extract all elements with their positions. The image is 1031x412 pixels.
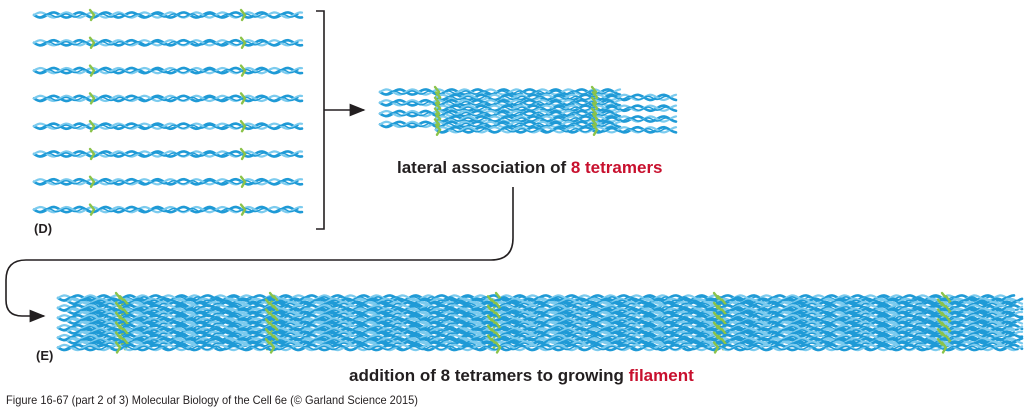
- linker-region: [88, 120, 96, 133]
- coiled-coil-strand: [383, 111, 617, 117]
- linker-region: [239, 147, 247, 161]
- tetramer: [32, 203, 304, 216]
- coiled-coil-strand: [37, 179, 299, 185]
- coiled-coil-strand: [383, 90, 617, 95]
- coiled-coil-strand: [434, 126, 678, 134]
- coiled-coil-strand: [32, 66, 304, 75]
- growing-caption-highlight: filament: [628, 366, 694, 385]
- filament-strand: [56, 341, 1024, 354]
- coiled-coil-strand: [439, 127, 673, 133]
- coiled-coil-strand: [32, 11, 304, 19]
- coiled-coil-strand: [383, 100, 617, 106]
- tetramer: [32, 64, 304, 77]
- separate-tetramers-group: [32, 8, 304, 216]
- tetramer: [32, 92, 304, 105]
- growing-filament: [56, 291, 1024, 354]
- linker-region: [239, 120, 247, 133]
- panel-d-label: (D): [34, 221, 53, 236]
- linker-region: [239, 8, 247, 22]
- coiled-coil-strand: [378, 120, 622, 129]
- tetramer: [32, 175, 304, 188]
- linker-region: [712, 341, 720, 354]
- associated-tetramer: [378, 107, 622, 120]
- linker-region: [591, 123, 599, 136]
- coiled-coil-strand: [37, 124, 299, 129]
- coiled-coil-strand: [32, 94, 304, 103]
- coiled-coil-strand: [37, 152, 299, 157]
- tetramer: [32, 120, 304, 133]
- panel-e-label: (E): [36, 348, 54, 363]
- linker-region: [239, 64, 247, 77]
- coiled-coil-strand: [61, 345, 1019, 351]
- coiled-coil-strand: [37, 207, 299, 213]
- tetramer: [32, 8, 304, 22]
- coiled-coil-strand: [378, 109, 622, 118]
- lateral-caption-prefix: lateral association of: [397, 158, 571, 177]
- growing-filament-caption: addition of 8 tetramers to growing filam…: [349, 366, 694, 386]
- figure-caption: Figure 16-67 (part 2 of 3) Molecular Bio…: [6, 393, 418, 407]
- linker-region: [239, 175, 247, 188]
- growing-caption-prefix: addition of 8 tetramers to growing: [349, 366, 629, 385]
- coiled-coil-strand: [378, 88, 622, 96]
- linker-region: [88, 36, 96, 49]
- coiled-coil-strand: [37, 96, 299, 102]
- linker-region: [88, 147, 96, 161]
- coiled-coil-strand: [32, 38, 304, 47]
- linker-region: [494, 341, 502, 354]
- lateral-caption-highlight: 8 tetramers: [570, 158, 663, 177]
- coiled-coil-strand: [37, 40, 299, 46]
- linker-region: [239, 36, 247, 49]
- grouping-bracket: [316, 10, 325, 230]
- lateral-association-caption: lateral association of 8 tetramers: [397, 158, 663, 178]
- linker-region: [114, 341, 122, 354]
- linker-region: [88, 64, 96, 77]
- coiled-coil-strand: [32, 177, 304, 186]
- linker-region: [88, 203, 96, 216]
- associated-tetramer: [378, 118, 622, 131]
- coiled-coil-strand: [56, 343, 1024, 352]
- coiled-coil-strand: [32, 205, 304, 214]
- tetramer: [32, 36, 304, 49]
- associated-tetramer: [434, 123, 678, 136]
- linker-region: [940, 341, 948, 354]
- linker-region: [434, 123, 442, 136]
- linker-region: [268, 341, 276, 354]
- linker-region: [239, 203, 247, 216]
- arrow-to-growing-filament: [5, 187, 514, 323]
- coiled-coil-strand: [383, 122, 617, 128]
- coiled-coil-strand: [37, 68, 299, 74]
- tetramer: [32, 147, 304, 161]
- coiled-coil-strand: [378, 99, 622, 107]
- coiled-coil-strand: [32, 122, 304, 131]
- linker-region: [88, 175, 96, 188]
- linker-region: [239, 92, 247, 105]
- coiled-coil-strand: [37, 13, 299, 18]
- linker-region: [88, 8, 96, 22]
- linker-region: [88, 92, 96, 105]
- coiled-coil-strand: [32, 150, 304, 158]
- unit-length-filament: [378, 85, 678, 136]
